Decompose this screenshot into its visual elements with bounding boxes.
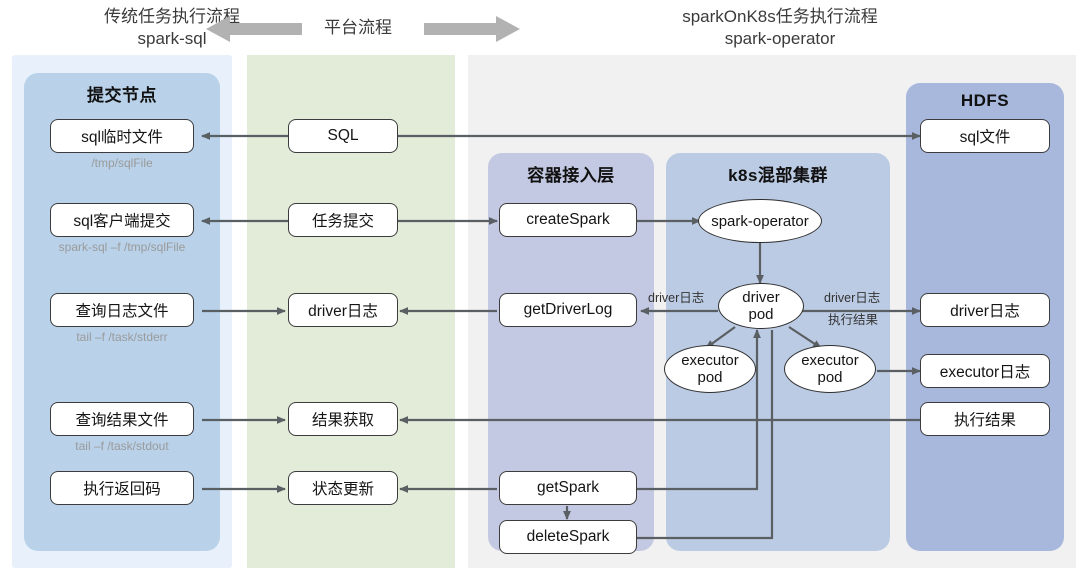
node-label: 结果获取 (311, 412, 374, 429)
node-label: 任务提交 (311, 213, 374, 230)
node-label-line2: pod (817, 369, 843, 386)
node-label-line1: driver (742, 289, 780, 306)
group-hdfs-title: HDFS (960, 91, 1010, 110)
node-label: 查询日志文件 (75, 303, 169, 320)
node-label: 查询结果文件 (75, 412, 169, 429)
node-label: getDriverLog (523, 301, 613, 318)
header-right-line2: spark-operator (724, 29, 836, 48)
node-label: driver日志 (308, 303, 378, 320)
edge-label-driver-log-right: driver日志 (824, 291, 881, 305)
node-label: deleteSpark (526, 528, 610, 545)
node-get-spark[interactable]: getSpark (499, 471, 637, 505)
caption-sql-client-submit: spark-sql –f /tmp/sqlFile (58, 240, 186, 254)
arrow-right-icon (424, 16, 520, 42)
node-hdfs-exec-result[interactable]: 执行结果 (920, 402, 1050, 436)
header-left: 传统任务执行流程 spark-sql (52, 6, 292, 50)
node-label-line2: pod (748, 306, 774, 323)
node-executor-pod-1[interactable]: executor pod (664, 345, 756, 393)
node-sql-client-submit[interactable]: sql客户端提交 (50, 203, 194, 237)
node-query-log-file[interactable]: 查询日志文件 (50, 293, 194, 327)
node-label: 执行返回码 (83, 481, 161, 498)
caption-query-log-file: tail –f /task/stderr (76, 330, 168, 344)
node-sql-temp-file[interactable]: sql临时文件 (50, 119, 194, 153)
edge-label-exec-result-right: 执行结果 (828, 313, 879, 327)
node-label: 执行结果 (953, 412, 1016, 429)
node-label: sql文件 (959, 129, 1011, 146)
node-result-fetch[interactable]: 结果获取 (288, 402, 398, 436)
edge-label-driver-log-left: driver日志 (648, 291, 705, 305)
node-label-line2: pod (697, 369, 723, 386)
node-label-line1: executor (801, 352, 859, 369)
header-right-line1: sparkOnK8s任务执行流程 (682, 7, 878, 26)
node-label: spark-operator (711, 212, 809, 230)
header-left-line1: 传统任务执行流程 (104, 7, 240, 26)
node-driver-pod[interactable]: driver pod (718, 283, 804, 329)
node-exec-return-code[interactable]: 执行返回码 (50, 471, 194, 505)
caption-query-result-file: tail –f /task/stdout (75, 439, 169, 453)
node-hdfs-sql-file[interactable]: sql文件 (920, 119, 1050, 153)
node-create-spark[interactable]: createSpark (499, 203, 637, 237)
node-delete-spark[interactable]: deleteSpark (499, 520, 637, 554)
header-left-line2: spark-sql (137, 29, 207, 48)
node-task-submit[interactable]: 任务提交 (288, 203, 398, 237)
node-driver-log[interactable]: driver日志 (288, 293, 398, 327)
node-label: sql客户端提交 (73, 213, 171, 230)
node-query-result-file[interactable]: 查询结果文件 (50, 402, 194, 436)
arrow-left-icon (206, 16, 302, 42)
header-middle: 平台流程 (288, 17, 428, 39)
group-access-title: 容器接入层 (527, 166, 615, 185)
node-label: 状态更新 (311, 481, 374, 498)
node-status-update[interactable]: 状态更新 (288, 471, 398, 505)
header-middle-label: 平台流程 (324, 18, 392, 37)
node-label: SQL (327, 127, 359, 144)
node-executor-pod-2[interactable]: executor pod (784, 345, 876, 393)
caption-sql-temp-file: /tmp/sqlFile (91, 156, 153, 170)
node-get-driver-log[interactable]: getDriverLog (499, 293, 637, 327)
group-submit-title: 提交节点 (87, 86, 157, 105)
header-right: sparkOnK8s任务执行流程 spark-operator (620, 6, 940, 50)
node-label-line1: executor (681, 352, 739, 369)
node-label: createSpark (526, 211, 610, 228)
node-label: driver日志 (950, 303, 1020, 320)
node-label: executor日志 (939, 364, 1031, 381)
node-spark-operator[interactable]: spark-operator (698, 199, 822, 243)
node-hdfs-driver-log[interactable]: driver日志 (920, 293, 1050, 327)
node-label: sql临时文件 (81, 129, 163, 146)
node-hdfs-executor-log[interactable]: executor日志 (920, 354, 1050, 388)
node-sql[interactable]: SQL (288, 119, 398, 153)
group-k8s-title: k8s混部集群 (728, 166, 828, 185)
node-label: getSpark (536, 479, 600, 496)
